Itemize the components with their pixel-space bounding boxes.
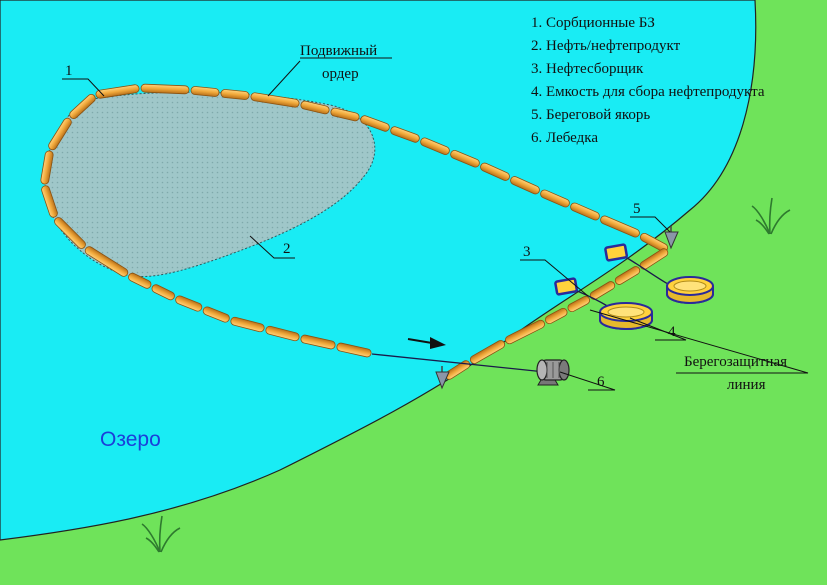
boom-segment — [40, 150, 54, 185]
legend-item: 5. Береговой якорь — [531, 107, 650, 123]
boom-segment — [128, 272, 152, 289]
boom-segment — [190, 86, 220, 97]
boom-segment — [330, 107, 360, 122]
boom-segment — [540, 189, 570, 208]
boom-segment — [505, 319, 545, 345]
boom-segment — [95, 84, 140, 99]
grass-tuft-icon — [141, 515, 181, 553]
legend: 1. Сорбционные БЗ 2. Нефть/нефтепродукт … — [531, 15, 765, 146]
boom-segment — [450, 150, 480, 168]
tow-rope — [371, 353, 546, 373]
anchor-marker-icon — [664, 226, 679, 250]
callout-shore-line2: линия — [727, 377, 766, 393]
boom-segment — [510, 176, 540, 195]
boom-segment — [202, 306, 230, 323]
skimmer-icon — [554, 277, 578, 296]
legend-item: 2. Нефть/нефтепродукт — [531, 38, 681, 54]
arrow-icon — [407, 337, 446, 349]
callout-shore-line1: Берегозащитная — [684, 354, 787, 370]
callout-anchor-number: 5 — [633, 201, 641, 217]
callout-moving-order-line2: ордер — [322, 66, 359, 82]
boom-chain — [40, 83, 669, 380]
boom-segment — [360, 115, 390, 132]
winch-icon — [536, 359, 570, 386]
boom-segment — [390, 126, 420, 143]
boom-segment — [41, 185, 58, 218]
callout-tank-number: 4 — [668, 324, 676, 340]
boom-segment — [480, 162, 510, 181]
boom-segment — [151, 284, 175, 301]
legend-item: 4. Емкость для сбора нефтепродукта — [531, 84, 765, 100]
boom-segment — [220, 89, 250, 100]
tank-icon — [599, 302, 653, 330]
callout-leaders — [62, 57, 809, 391]
boom-segment — [639, 248, 669, 270]
boom-segment — [570, 202, 600, 221]
boom-segment — [567, 295, 590, 313]
boom-segment — [175, 295, 203, 312]
boom-segment — [48, 117, 72, 151]
boom-segment — [300, 100, 330, 115]
callout-boom-number: 1 — [65, 63, 73, 79]
anchor-marker-icon — [435, 366, 450, 390]
grass-tuft-icon — [751, 197, 791, 235]
callout-winch-number: 6 — [597, 374, 605, 390]
boom-segment — [640, 232, 668, 253]
boom-segment — [545, 307, 568, 325]
boom-segment — [140, 83, 190, 95]
callout-skimmer-number: 3 — [523, 244, 531, 260]
callout-oil-number: 2 — [283, 241, 291, 257]
skimmer-icon — [604, 243, 628, 262]
legend-item: 6. Лебедка — [531, 130, 598, 146]
legend-item: 1. Сорбционные БЗ — [531, 15, 655, 31]
boom-segment — [600, 215, 640, 238]
boom-segment — [420, 137, 450, 155]
boom-segment — [469, 340, 506, 364]
boom-segment — [84, 246, 129, 277]
legend-item: 3. Нефтесборщик — [531, 61, 644, 77]
tank-icon — [666, 276, 714, 304]
boom-segment — [300, 334, 336, 350]
boom-segment — [250, 92, 300, 108]
boom-segment — [336, 342, 372, 358]
boom-segment — [230, 316, 265, 333]
boom-segment — [69, 93, 96, 120]
boom-segment — [54, 217, 86, 249]
callout-moving-order-line1: Подвижный — [300, 43, 377, 59]
boom-segment — [265, 325, 300, 342]
lake-label: Озеро — [100, 428, 161, 451]
boom-segment — [614, 266, 641, 285]
